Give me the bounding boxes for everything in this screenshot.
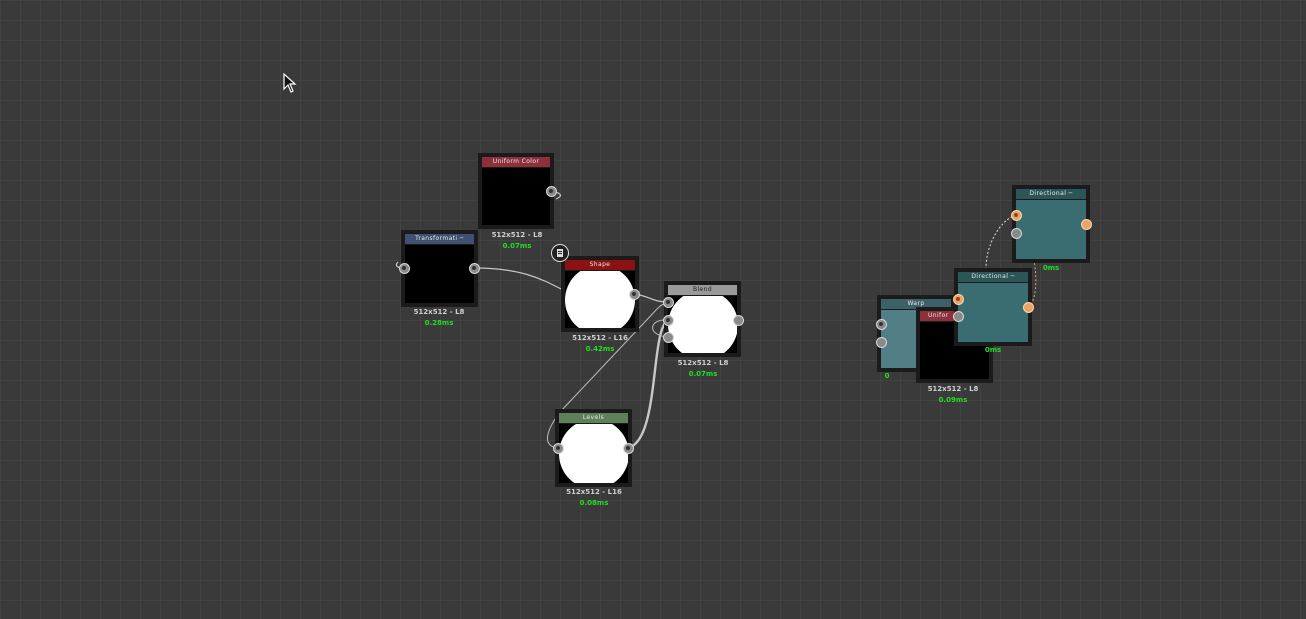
node-title[interactable]: Blend	[668, 285, 737, 295]
directional-top-input-port[interactable]	[1010, 209, 1022, 221]
time-label: 0.08ms	[579, 499, 609, 507]
preview-circle	[559, 424, 628, 483]
node-preview	[958, 283, 1028, 342]
node-preview	[565, 271, 635, 328]
blend-node[interactable]: Blend	[664, 281, 741, 357]
transformation-output-port[interactable]	[468, 262, 480, 274]
shape-output-port[interactable]	[628, 288, 640, 300]
directional-middle-info: 0ms	[933, 345, 1053, 356]
warp-intensity-port[interactable]	[875, 336, 887, 348]
node-title[interactable]: Directional ─	[958, 272, 1028, 282]
blend-output-port[interactable]	[732, 314, 744, 326]
node-title[interactable]: Uniform Color	[482, 157, 550, 167]
wire-transformation-to-shape[interactable]	[473, 267, 564, 291]
node-title[interactable]: Levels	[559, 413, 628, 423]
warp-input-port[interactable]	[875, 318, 887, 330]
shape-info: 512x512 - L16 0.42ms	[540, 333, 660, 355]
directional-middle-intensity-port[interactable]	[952, 310, 964, 322]
warp-info: 0	[852, 371, 922, 382]
node-preview	[559, 424, 628, 483]
uniform-color-info: 512x512 - L8 0.07ms	[457, 230, 577, 252]
blend-background-input-port[interactable]	[662, 314, 674, 326]
time-label: 0ms	[984, 346, 1002, 354]
resolution-label: 512x512 - L16	[566, 488, 622, 496]
uniform-color-2-info: 512x512 - L8 0.09ms	[893, 384, 1013, 406]
node-title[interactable]: Directional ─	[1016, 189, 1086, 199]
node-title[interactable]: Shape	[565, 260, 635, 270]
directional-top-intensity-port[interactable]	[1010, 227, 1022, 239]
directional-node-middle[interactable]: Directional ─	[954, 268, 1032, 346]
node-preview	[1016, 200, 1086, 259]
resolution-label: 512x512 - L16	[572, 334, 628, 342]
time-label: 0.07ms	[688, 370, 718, 378]
node-preview	[405, 245, 474, 303]
directional-middle-output-port[interactable]	[1022, 301, 1034, 313]
time-label: 0	[884, 372, 890, 380]
time-label: 0.42ms	[585, 345, 615, 353]
node-title[interactable]: Transformati ─	[405, 234, 474, 244]
blend-mask-input-port[interactable]	[662, 331, 674, 343]
time-label: 0.07ms	[502, 242, 532, 250]
directional-node-top[interactable]: Directional ─	[1012, 185, 1090, 263]
levels-node[interactable]: Levels	[555, 409, 632, 487]
shape-node[interactable]: Shape	[561, 256, 639, 332]
node-preview	[668, 296, 737, 353]
directional-middle-input-port[interactable]	[952, 293, 964, 305]
preview-circle	[668, 296, 737, 353]
transformation-info: 512x512 - L8 0.28ms	[379, 307, 499, 329]
levels-input-port[interactable]	[552, 442, 564, 454]
directional-top-info: 0ms	[991, 263, 1111, 274]
preview-circle	[565, 271, 635, 328]
resolution-label: 512x512 - L8	[677, 359, 729, 367]
node-preview	[482, 168, 550, 225]
resolution-label: 512x512 - L8	[927, 385, 979, 393]
uniform-color-node[interactable]: Uniform Color	[478, 153, 554, 229]
uniform-color-output-port[interactable]	[545, 185, 557, 197]
blend-info: 512x512 - L8 0.07ms	[643, 358, 763, 380]
resolution-label: 512x512 - L8	[491, 231, 543, 239]
levels-output-port[interactable]	[622, 442, 634, 454]
transformation-input-port[interactable]	[398, 262, 410, 274]
resolution-label: 512x512 - L8	[413, 308, 465, 316]
time-label: 0.09ms	[938, 396, 968, 404]
time-label: 0.28ms	[424, 319, 454, 327]
blend-foreground-input-port[interactable]	[662, 296, 674, 308]
mouse-pointer-icon	[283, 73, 297, 93]
document-icon[interactable]	[551, 244, 569, 262]
levels-info: 512x512 - L16 0.08ms	[534, 487, 654, 509]
directional-top-output-port[interactable]	[1080, 218, 1092, 230]
time-label: 0ms	[1042, 264, 1060, 272]
transformation-node[interactable]: Transformati ─	[401, 230, 478, 307]
node-title[interactable]: Warp	[881, 299, 951, 309]
